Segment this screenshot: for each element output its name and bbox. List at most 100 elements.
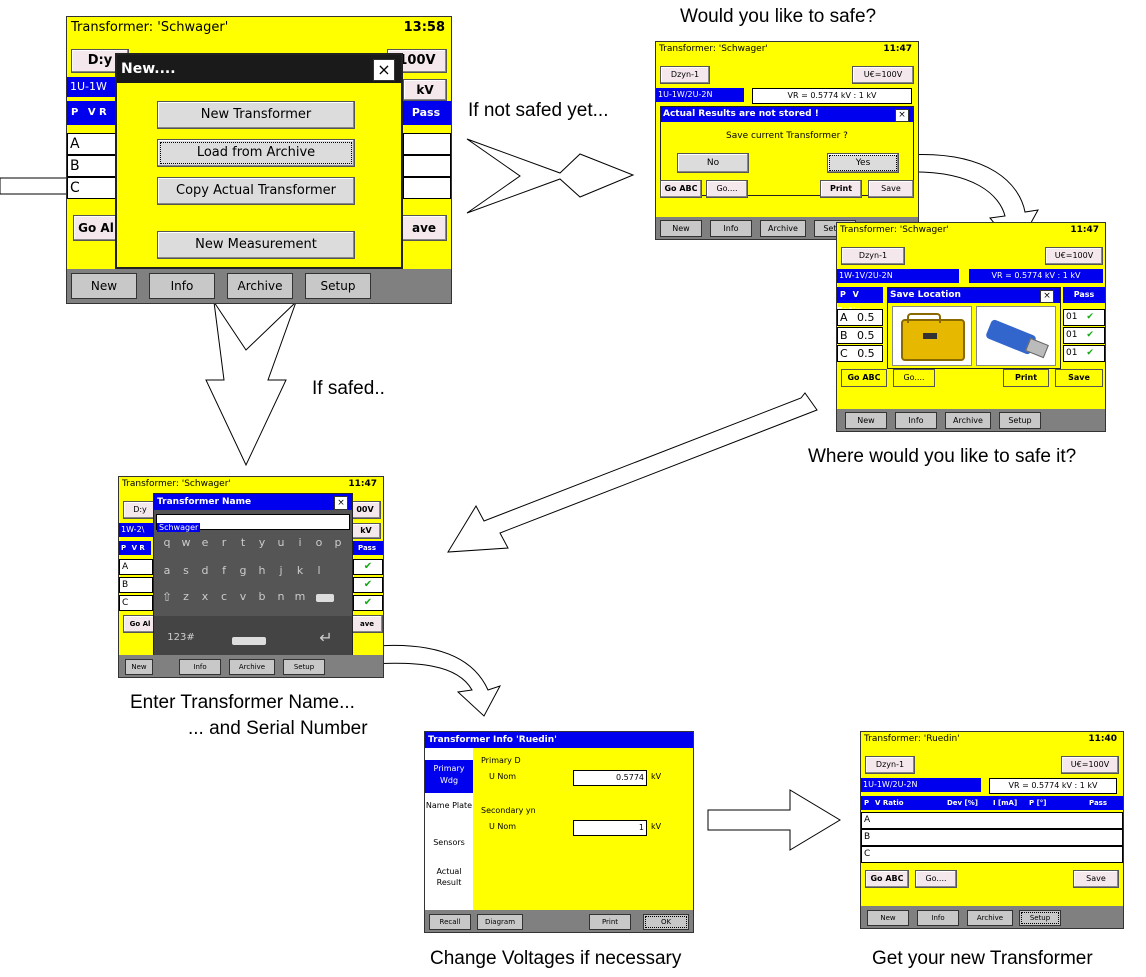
print-button[interactable]: Print	[1003, 369, 1049, 387]
key-o[interactable]: o	[315, 536, 323, 549]
close-icon[interactable]: ×	[1040, 290, 1054, 303]
key-v[interactable]: v	[239, 590, 247, 603]
new-transformer-button[interactable]: New Transformer	[157, 101, 355, 129]
taskbar-info[interactable]: Info	[149, 273, 215, 299]
go-button[interactable]: Go....	[706, 180, 748, 198]
dyn-button[interactable]: D:y	[123, 501, 157, 519]
side-item-sensors[interactable]: Sensors	[433, 838, 465, 847]
secondary-voltage-input[interactable]: 1	[573, 820, 647, 836]
taskbar-archive[interactable]: Archive	[967, 910, 1013, 926]
key-u[interactable]: u	[277, 536, 285, 549]
usb-stick-icon[interactable]	[976, 306, 1056, 366]
key-y[interactable]: y	[258, 536, 266, 549]
enter-icon[interactable]: ↵	[319, 628, 333, 647]
shift-icon[interactable]: ⇧	[161, 590, 173, 604]
save-button[interactable]: Save	[1073, 870, 1119, 888]
key-m[interactable]: m	[294, 590, 306, 603]
recall-button[interactable]: Recall	[429, 914, 471, 930]
instrument-case-icon[interactable]	[892, 306, 972, 366]
taskbar-info[interactable]: Info	[895, 412, 937, 429]
dyn-button[interactable]: Dzyn-1	[660, 66, 710, 84]
load-from-archive-button[interactable]: Load from Archive	[157, 139, 355, 167]
key-b[interactable]: b	[258, 590, 266, 603]
key-x[interactable]: x	[201, 590, 209, 603]
taskbar-info[interactable]: Info	[710, 220, 752, 237]
go-abc-button[interactable]: Go ABC	[841, 369, 887, 387]
key-r[interactable]: r	[221, 536, 227, 549]
key-i[interactable]: i	[298, 536, 302, 549]
taskbar-new[interactable]: New	[845, 412, 887, 429]
key-f[interactable]: f	[222, 564, 226, 577]
key-j[interactable]: j	[279, 564, 283, 577]
key-w[interactable]: w	[181, 536, 191, 549]
go-button[interactable]: Go....	[893, 369, 935, 387]
voltage-button[interactable]: U€=100V	[852, 66, 914, 84]
taskbar-setup[interactable]: Setup	[283, 659, 325, 675]
taskbar-setup[interactable]: Setup	[305, 273, 371, 299]
taskbar-new[interactable]: New	[660, 220, 702, 237]
kv-button[interactable]: kV	[403, 79, 447, 101]
taskbar-archive[interactable]: Archive	[945, 412, 991, 429]
voltage-button[interactable]: U€=100V	[1061, 756, 1119, 774]
go-all-button[interactable]: Go Al	[73, 215, 119, 241]
key-e[interactable]: e	[201, 536, 209, 549]
voltage-button[interactable]: U€=100V	[1045, 247, 1103, 265]
save-button[interactable]: ave	[401, 215, 447, 241]
print-button[interactable]: Print	[589, 914, 631, 930]
taskbar-new[interactable]: New	[867, 910, 909, 926]
taskbar-archive[interactable]: Archive	[227, 273, 293, 299]
voltage-button[interactable]: 00V	[349, 501, 381, 519]
key-k[interactable]: k	[296, 564, 304, 577]
taskbar-new[interactable]: New	[71, 273, 137, 299]
print-button[interactable]: Print	[820, 180, 862, 198]
taskbar-setup[interactable]: Setup	[1019, 910, 1061, 926]
dyn-button[interactable]: Dzyn-1	[841, 247, 905, 265]
yes-button[interactable]: Yes	[827, 153, 899, 173]
go-all-button[interactable]: Go Al	[123, 615, 157, 633]
key-h[interactable]: h	[258, 564, 266, 577]
close-icon[interactable]: ×	[373, 59, 395, 81]
key-q[interactable]: q	[163, 536, 171, 549]
go-abc-button[interactable]: Go ABC	[660, 180, 702, 198]
key-p[interactable]: p	[334, 536, 342, 549]
go-button[interactable]: Go....	[915, 870, 957, 888]
key-t[interactable]: t	[240, 536, 246, 549]
key-n[interactable]: n	[277, 590, 285, 603]
key-z[interactable]: z	[183, 590, 189, 603]
taskbar-archive[interactable]: Archive	[229, 659, 275, 675]
key-a[interactable]: a	[163, 564, 171, 577]
kv-button[interactable]: kV	[351, 523, 381, 539]
phase-c: C	[840, 347, 848, 360]
save-button[interactable]: Save	[868, 180, 914, 198]
taskbar-setup[interactable]: Setup	[999, 412, 1041, 429]
new-measurement-button[interactable]: New Measurement	[157, 231, 355, 259]
key-c[interactable]: c	[220, 590, 228, 603]
save-button[interactable]: ave	[351, 615, 383, 633]
name-input[interactable]: Schwager	[156, 514, 350, 532]
taskbar-info[interactable]: Info	[917, 910, 959, 926]
diagram-button[interactable]: Diagram	[477, 914, 523, 930]
backspace-icon[interactable]	[316, 594, 334, 602]
copy-actual-transformer-button[interactable]: Copy Actual Transformer	[157, 177, 355, 205]
primary-voltage-input[interactable]: 0.5774	[573, 770, 647, 786]
key-s[interactable]: s	[183, 564, 189, 577]
dyn-button[interactable]: Dzyn-1	[865, 756, 915, 774]
taskbar-info[interactable]: Info	[179, 659, 221, 675]
phase-c: C	[122, 598, 129, 608]
close-icon[interactable]: ×	[334, 496, 348, 510]
taskbar-new[interactable]: New	[125, 659, 153, 675]
side-item-primary[interactable]: Primary Wdg	[425, 760, 473, 793]
key-d[interactable]: d	[201, 564, 209, 577]
side-item-actual-result[interactable]: Actual Result	[436, 867, 462, 887]
key-g[interactable]: g	[239, 564, 247, 577]
key-123[interactable]: 123#	[167, 632, 195, 643]
taskbar-archive[interactable]: Archive	[760, 220, 806, 237]
save-button[interactable]: Save	[1055, 369, 1103, 387]
key-l[interactable]: l	[317, 564, 321, 577]
no-button[interactable]: No	[677, 153, 749, 173]
ok-button[interactable]: OK	[643, 914, 689, 930]
space-key[interactable]	[232, 637, 266, 645]
go-abc-button[interactable]: Go ABC	[865, 870, 909, 888]
close-icon[interactable]: ×	[895, 109, 909, 122]
side-item-nameplate[interactable]: Name Plate	[425, 801, 473, 810]
